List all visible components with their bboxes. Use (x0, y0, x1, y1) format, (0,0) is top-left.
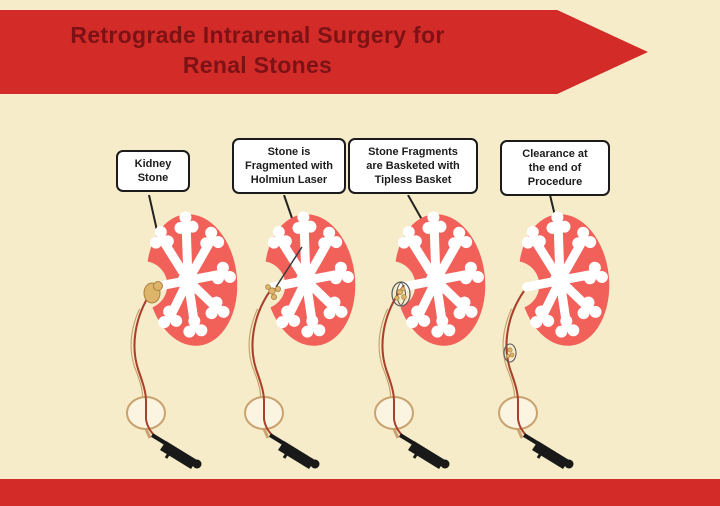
title-line-1: Retrograde Intrarenal Surgery for (70, 22, 445, 48)
flexible-scope-shaft (381, 284, 435, 458)
laser-fiber (275, 246, 303, 288)
urethra (516, 428, 524, 439)
ureteroscope (398, 433, 450, 469)
callout-line: Kidney (134, 158, 172, 170)
urethra (392, 428, 400, 439)
flexible-scope-shaft (133, 290, 187, 458)
title-banner: Retrograde Intrarenal Surgery for Renal … (0, 10, 648, 94)
kidney (237, 211, 356, 346)
kidney-stone (143, 281, 163, 304)
basket-with-fragments-in-ureter (503, 343, 517, 363)
title-line-2: Renal Stones (182, 52, 333, 78)
illustration-clearance (472, 195, 622, 475)
flexible-scope-shaft (505, 290, 559, 458)
callout-line: Tipless Basket (374, 174, 452, 186)
ureteroscope (268, 433, 320, 469)
callout-laser-fragmentation: Stone is Fragmented with Holmiun Laser (232, 138, 346, 194)
callout-line: Clearance at (522, 148, 588, 160)
callout-line: Stone Fragments (368, 146, 458, 158)
bottom-red-strip (0, 479, 720, 506)
page-title: Retrograde Intrarenal Surgery for Renal … (0, 20, 515, 80)
illustration-basketing (348, 195, 498, 475)
callout-line: Fragmented with (244, 160, 333, 172)
callout-clearance: Clearance at the end of Procedure (500, 140, 610, 196)
urethra (144, 428, 152, 439)
stone-fragments (394, 286, 407, 301)
stone-fragments (265, 284, 282, 301)
callout-line: Stone is (267, 146, 311, 158)
callout-line: the end of (528, 162, 582, 174)
urethra (262, 428, 270, 439)
callout-kidney-stone: Kidney Stone (116, 150, 190, 192)
ureteroscope (522, 433, 574, 469)
callout-basketing: Stone Fragments are Basketed with Tiples… (348, 138, 478, 194)
callout-line: Stone (137, 172, 169, 184)
callout-line: Holmiun Laser (250, 174, 328, 186)
flexible-scope-shaft (251, 287, 305, 458)
tipless-basket (391, 281, 411, 307)
illustration-kidney-stone (100, 195, 250, 475)
illustration-laser-fragmentation (218, 195, 368, 475)
kidney (491, 211, 610, 346)
ureteroscope (150, 433, 202, 469)
callout-line: are Basketed with (366, 160, 460, 172)
callout-line: Procedure (527, 176, 583, 188)
